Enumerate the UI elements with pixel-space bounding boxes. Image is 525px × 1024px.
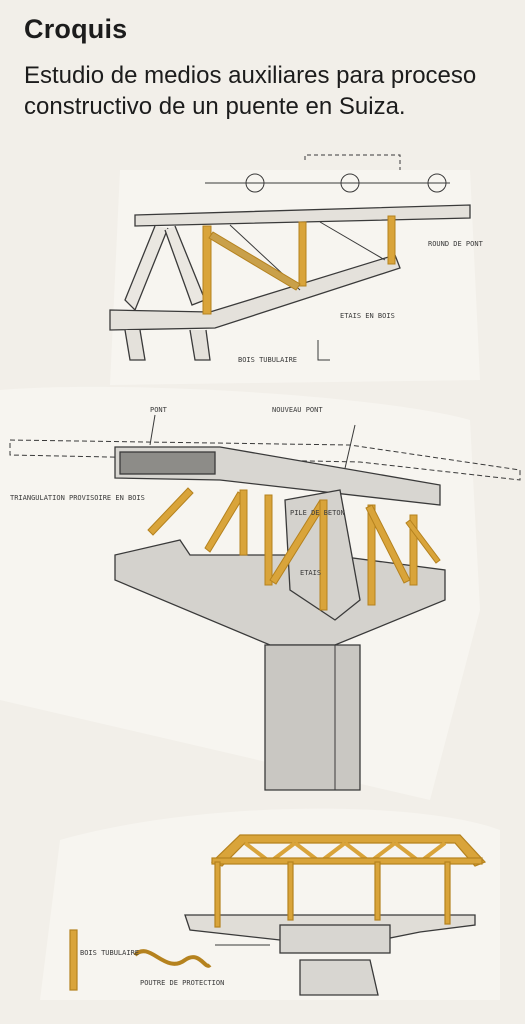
truss-elevation-sketch (109, 154, 471, 361)
note-middle-center: PILE DE BETON (290, 509, 345, 517)
figure-caption: Estudio de medios auxiliares para proces… (24, 62, 477, 120)
cross-section-sketch (184, 914, 476, 996)
note-top-bottom: BOIS TUBULAIRE (238, 356, 297, 364)
note-top-center: ETAIS EN BOIS (340, 312, 395, 320)
pier-perspective-sketch (9, 414, 521, 791)
paper-sheet-top (110, 170, 480, 385)
note-middle-right: ETAIS (300, 569, 321, 577)
pier-timber-props (147, 487, 441, 611)
note-bottom-left: BOIS TUBULAIRE (80, 949, 139, 957)
note-top-right: ROUND DE PONT (428, 240, 484, 248)
note-middle-top-right: NOUVEAU PONT (272, 406, 323, 414)
truss-timber-members (202, 215, 396, 315)
note-bottom-center: POUTRE DE PROTECTION (140, 979, 224, 987)
figure-title: Croquis (24, 14, 128, 44)
note-middle-top: PONT (150, 406, 168, 414)
timber-truss-bottom (69, 834, 487, 991)
note-middle-left: TRIANGULATION PROVISOIRE EN BOIS (10, 494, 145, 502)
